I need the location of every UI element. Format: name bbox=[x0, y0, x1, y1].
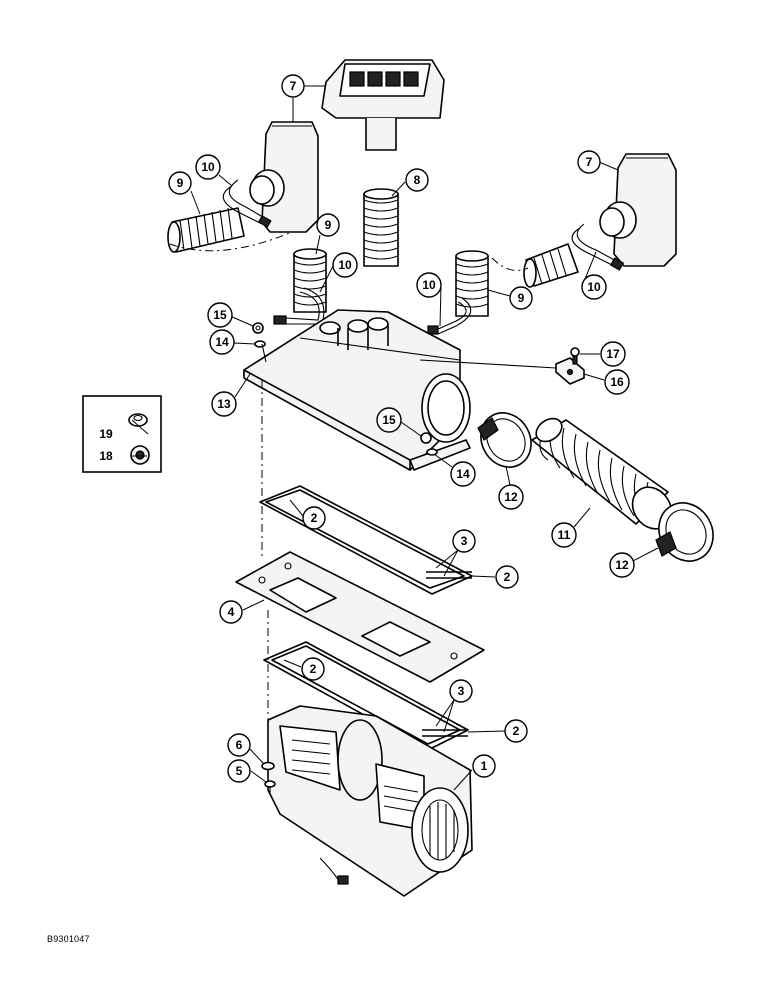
callout-3-upper: 3 bbox=[452, 529, 476, 553]
svg-text:2: 2 bbox=[310, 662, 317, 676]
callout-3-lower: 3 bbox=[449, 679, 473, 703]
svg-text:17: 17 bbox=[606, 347, 620, 361]
svg-text:3: 3 bbox=[461, 534, 468, 548]
hose-clamp-12-upper bbox=[477, 412, 532, 468]
flex-duct-11 bbox=[531, 417, 673, 530]
callout-5: 5 bbox=[227, 759, 251, 783]
svg-text:9: 9 bbox=[177, 176, 184, 190]
callout-1: 1 bbox=[472, 754, 496, 778]
callout-10-center: 10 bbox=[332, 252, 358, 278]
hose-8 bbox=[363, 188, 399, 267]
svg-text:4: 4 bbox=[228, 605, 235, 619]
svg-text:9: 9 bbox=[518, 291, 525, 305]
callout-2-upper: 2 bbox=[302, 506, 326, 530]
svg-text:14: 14 bbox=[215, 335, 229, 349]
outlet-right bbox=[599, 153, 677, 267]
svg-text:10: 10 bbox=[422, 278, 436, 292]
washer-14-right bbox=[426, 448, 438, 456]
svg-text:2: 2 bbox=[513, 724, 520, 738]
hose-9-left bbox=[167, 207, 293, 253]
svg-text:15: 15 bbox=[382, 413, 396, 427]
callout-2-lower: 2 bbox=[301, 657, 325, 681]
alignment-line bbox=[261, 380, 269, 760]
callout-12-upper: 12 bbox=[498, 484, 524, 510]
callout-7-top-right: 7 bbox=[577, 150, 601, 174]
callout-11: 11 bbox=[551, 522, 577, 548]
strap-10-mid bbox=[427, 297, 472, 335]
hose-9-right-diagonal bbox=[491, 243, 579, 288]
svg-text:2: 2 bbox=[504, 570, 511, 584]
callout-15-right: 15 bbox=[376, 407, 402, 433]
louver-vent bbox=[321, 59, 445, 151]
svg-text:3: 3 bbox=[458, 684, 465, 698]
callout-6: 6 bbox=[227, 733, 251, 757]
callout-13: 13 bbox=[211, 391, 237, 417]
svg-text:11: 11 bbox=[558, 528, 571, 542]
svg-text:15: 15 bbox=[213, 308, 227, 322]
screw-5 bbox=[264, 780, 276, 794]
svg-text:9: 9 bbox=[325, 218, 332, 232]
svg-text:8: 8 bbox=[414, 173, 421, 187]
svg-text:12: 12 bbox=[504, 490, 518, 504]
figure-id: B9301047 bbox=[47, 934, 90, 944]
washer-6 bbox=[261, 761, 275, 771]
callout-10-right: 10 bbox=[581, 274, 607, 300]
callout-10-mid: 10 bbox=[416, 272, 442, 298]
callout-2-lower-right: 2 bbox=[504, 719, 528, 743]
svg-text:7: 7 bbox=[290, 79, 297, 93]
callout-17: 17 bbox=[600, 341, 626, 367]
svg-text:14: 14 bbox=[456, 467, 470, 481]
hose-clamp-12-lower bbox=[655, 502, 714, 562]
svg-text:7: 7 bbox=[586, 155, 593, 169]
gasket-plate-4 bbox=[235, 551, 485, 683]
callout-14-right: 14 bbox=[450, 461, 476, 487]
callout-12-lower: 12 bbox=[609, 552, 635, 578]
callout-2-upper-right: 2 bbox=[495, 565, 519, 589]
svg-text:12: 12 bbox=[615, 558, 629, 572]
svg-text:16: 16 bbox=[610, 375, 624, 389]
callout-15-left: 15 bbox=[207, 302, 233, 328]
callout-19: 19 bbox=[99, 427, 113, 441]
callout-18: 18 bbox=[99, 449, 113, 463]
nut-15-right bbox=[420, 432, 432, 444]
svg-text:10: 10 bbox=[338, 258, 352, 272]
svg-text:5: 5 bbox=[236, 764, 243, 778]
hose-9-right-vertical bbox=[455, 250, 489, 317]
strap-10-right bbox=[571, 223, 625, 271]
callout-4: 4 bbox=[219, 600, 243, 624]
bracket-16 bbox=[555, 357, 585, 385]
screw-17 bbox=[570, 347, 580, 365]
svg-text:2: 2 bbox=[311, 511, 318, 525]
nut-15-left bbox=[252, 322, 264, 334]
hose-9-center bbox=[293, 248, 327, 313]
inset-box bbox=[82, 395, 162, 473]
svg-text:10: 10 bbox=[587, 280, 601, 294]
svg-text:1: 1 bbox=[481, 759, 488, 773]
callout-10-left: 10 bbox=[195, 154, 221, 180]
callout-9-center: 9 bbox=[316, 213, 340, 237]
strap-10-left bbox=[222, 179, 272, 228]
callout-9-left: 9 bbox=[168, 171, 192, 195]
blower-1 bbox=[267, 705, 473, 897]
svg-text:13: 13 bbox=[217, 397, 231, 411]
svg-text:6: 6 bbox=[236, 738, 243, 752]
callout-16: 16 bbox=[604, 369, 630, 395]
callout-8: 8 bbox=[405, 168, 429, 192]
plenum-housing bbox=[243, 309, 557, 471]
callout-9-right: 9 bbox=[509, 286, 533, 310]
svg-text:10: 10 bbox=[201, 160, 215, 174]
callout-7-top-left: 7 bbox=[281, 74, 305, 98]
leader-lines bbox=[131, 85, 659, 791]
callout-14-left: 14 bbox=[209, 329, 235, 355]
